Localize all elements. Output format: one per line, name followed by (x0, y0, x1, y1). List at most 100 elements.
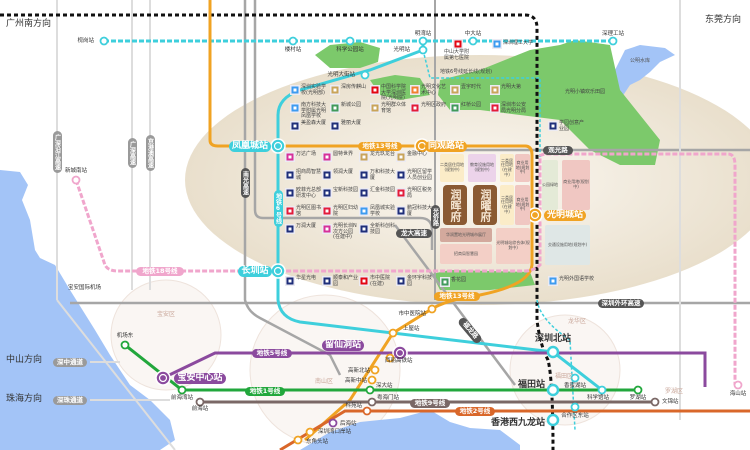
poi-office[interactable] (396, 170, 406, 180)
station-baoan-center[interactable]: 宝安中心站 (174, 372, 226, 384)
station-label-mingwan[interactable]: 明湾站 (414, 31, 432, 37)
poi-office[interactable] (285, 170, 295, 180)
station-label-xinchengnan[interactable]: 新城南站 (64, 168, 88, 174)
station-shenligong[interactable] (608, 36, 618, 46)
poi-park[interactable] (330, 103, 340, 113)
station-liuxiandong[interactable]: 留仙洞站 (322, 339, 364, 351)
poi-residential[interactable] (450, 85, 460, 95)
station-label-haishan[interactable]: 海山站 (729, 390, 747, 397)
poi-mall[interactable] (322, 152, 332, 162)
project-runyao[interactable]: 润曜府 (473, 185, 497, 225)
poi-school[interactable] (290, 103, 300, 113)
station-yuehaimen[interactable] (367, 397, 377, 407)
poi-culture[interactable] (410, 85, 420, 95)
poi-office[interactable] (548, 121, 558, 131)
station-dongjiaotou[interactable] (293, 435, 303, 445)
station-mingwan[interactable] (418, 36, 428, 46)
station-changzhen[interactable]: 长圳站 (238, 265, 272, 277)
station-guangmingcheng[interactable]: 光明城站 (544, 209, 586, 221)
station-label-jichangdong[interactable]: 机场东 (116, 333, 134, 339)
poi-school[interactable] (492, 39, 502, 49)
poi-hospital[interactable] (359, 276, 369, 286)
station-label-guangmingdajie[interactable]: 光明大街站 (327, 72, 355, 78)
station-gaoxinbei[interactable] (370, 365, 380, 375)
station-label-houhai[interactable]: 后海站 (340, 420, 357, 427)
station-label-gaoxinbei[interactable]: 高新北站 (347, 367, 370, 374)
project-runhui[interactable]: 润晖府 (443, 185, 467, 225)
poi-government[interactable] (410, 103, 420, 113)
poi-office[interactable] (290, 121, 300, 131)
station-xili[interactable] (385, 353, 395, 363)
station-qianhai[interactable] (195, 397, 205, 407)
station-qianhaiwan[interactable] (177, 385, 187, 395)
poi-office[interactable] (285, 224, 295, 234)
station-wenjin[interactable] (650, 397, 660, 407)
poi-office[interactable] (322, 276, 332, 286)
poi-office[interactable] (330, 121, 340, 131)
station-label-wenjin[interactable]: 文锦站 (662, 398, 679, 405)
station-label-shizhongyiyuan[interactable]: 市中医院站 (398, 311, 426, 317)
station-shangwu[interactable] (388, 328, 398, 338)
station-label-zhongda[interactable]: 中大站 (464, 31, 482, 37)
station-label-shenzhenwan[interactable]: 深圳湾口岸站 (318, 428, 352, 435)
station-jichangdong[interactable] (120, 340, 130, 350)
station-west_kowloon[interactable] (546, 413, 560, 427)
station-kexueguan[interactable] (597, 385, 607, 395)
poi-school[interactable] (359, 206, 369, 216)
station-luohu[interactable] (633, 385, 643, 395)
station-label-jiangang[interactable]: 枧岗站 (77, 38, 94, 44)
station-haishan[interactable] (733, 380, 743, 390)
poi-office[interactable] (396, 206, 406, 216)
station-fenghuangcheng[interactable]: 凤凰城站 (229, 140, 271, 152)
station-label-shenzhen_north[interactable]: 深圳北站 (534, 334, 572, 344)
station-jiangang[interactable] (99, 36, 109, 46)
poi-government[interactable] (322, 206, 332, 216)
poi-office[interactable] (396, 276, 406, 286)
poi-residential[interactable] (359, 152, 369, 162)
poi-park[interactable] (450, 103, 460, 113)
poi-government[interactable] (285, 206, 295, 216)
poi-government[interactable] (490, 103, 500, 113)
station-label-yuehaimen[interactable]: 粤海门站 (377, 394, 400, 401)
station-label-qianhai[interactable]: 前海站 (191, 406, 209, 412)
poi-office[interactable] (322, 188, 332, 198)
poi-residential[interactable] (396, 152, 406, 162)
station-loucun[interactable] (288, 36, 298, 46)
poi-park[interactable] (440, 277, 450, 287)
poi-hospital[interactable] (453, 39, 463, 49)
poi-residential[interactable] (330, 85, 340, 95)
station-shenzhenwan[interactable] (305, 427, 315, 437)
station-label-shenda[interactable]: 深大站 (376, 382, 393, 389)
station-label-west_kowloon[interactable]: 香港西九龙站 (490, 418, 545, 428)
station-label-guangming[interactable]: 光明站 (393, 47, 410, 53)
poi-mall[interactable] (285, 152, 295, 162)
station-gaoxinzhong[interactable] (367, 375, 377, 385)
station-tongguanlu[interactable]: 同观路站 (425, 140, 467, 152)
station-guangming[interactable] (418, 45, 428, 55)
station-xiangmihu[interactable] (570, 373, 580, 383)
station-label-shangwu[interactable]: 上屋站 (403, 326, 420, 332)
station-kexuegongyuan[interactable] (345, 36, 355, 46)
station-houhai[interactable] (328, 418, 338, 428)
poi-office[interactable] (285, 188, 295, 198)
station-label-xili[interactable]: 西丽高铁站 (385, 358, 413, 364)
poi-office[interactable] (285, 276, 295, 286)
poi-office[interactable] (359, 188, 369, 198)
poi-office[interactable] (359, 224, 369, 234)
station-hezuoqu[interactable] (570, 402, 580, 412)
station-label-xiangmihu[interactable]: 香蜜湖站 (563, 382, 587, 389)
station-label-kexueguan[interactable]: 科学馆站 (586, 394, 610, 401)
station-label-futian[interactable]: 福田站 (517, 380, 545, 390)
poi-office[interactable] (359, 170, 369, 180)
poi-office[interactable] (322, 170, 332, 180)
station-label-keyuan[interactable]: 科苑站 (345, 402, 362, 409)
station-futian[interactable] (546, 383, 560, 397)
station-shenzhen_north[interactable] (546, 345, 560, 359)
station-shenda[interactable] (365, 385, 375, 395)
station-label-loucun[interactable]: 楼村站 (284, 47, 302, 53)
station-label-kexuegongyuan[interactable]: 科学公园站 (336, 47, 364, 53)
station-keyuan[interactable] (362, 406, 372, 416)
station-guangmingdajie[interactable] (360, 70, 370, 80)
station-label-hezuoqu[interactable]: 合作区东站 (561, 412, 589, 419)
station-label-shenligong[interactable]: 深理工站 (601, 31, 625, 37)
